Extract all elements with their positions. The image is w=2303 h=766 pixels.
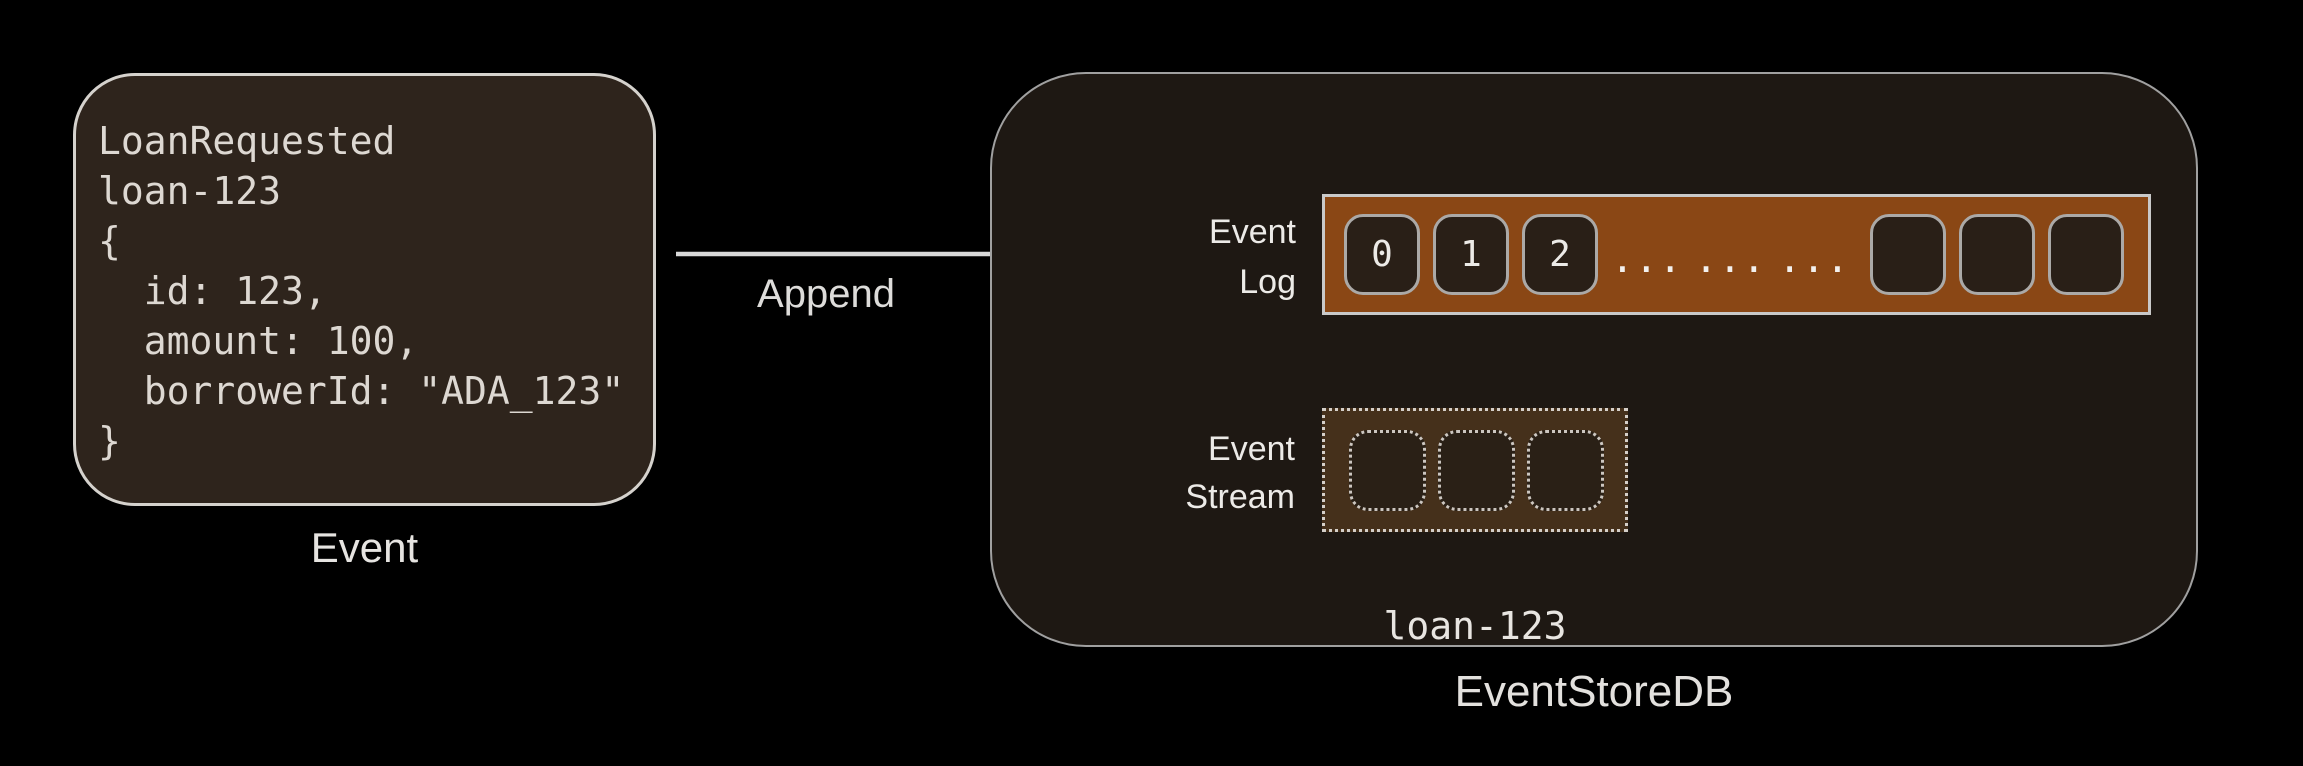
- event-log-label: Event Log: [1209, 207, 1296, 307]
- event-stream-label-line2: Stream: [1185, 478, 1295, 516]
- event-caption: Event: [310, 524, 419, 571]
- eventstoredb-caption: EventStoreDB: [1454, 667, 1734, 716]
- event-stream-label: Event Stream: [1185, 425, 1295, 521]
- stream-empty-cell-3: [1527, 429, 1604, 511]
- event-log-label-line1: Event: [1209, 213, 1296, 251]
- event-stream-label-line1: Event: [1208, 430, 1295, 468]
- event-stream-box: [1322, 408, 1628, 532]
- eventstoredb-container: Event Log 0 1 2 ... ... ... Event Stream…: [990, 72, 2198, 648]
- append-label: Append: [757, 272, 895, 316]
- log-empty-cell-3: [2048, 214, 2124, 295]
- stream-name: loan-123: [1383, 604, 1567, 648]
- log-empty-cell-1: [1870, 214, 1946, 295]
- event-card: LoanRequested loan-123 { id: 123, amount…: [73, 73, 656, 506]
- log-ellipsis: ... ... ...: [1611, 237, 1850, 281]
- stream-empty-cell-1: [1349, 429, 1426, 511]
- stream-empty-cell-2: [1438, 429, 1515, 511]
- log-ellipsis-group-2: ...: [1694, 236, 1767, 281]
- log-ellipsis-group-3: ...: [1778, 236, 1850, 281]
- log-ellipsis-group-1: ...: [1611, 236, 1683, 281]
- log-cell-1: 1: [1433, 214, 1509, 295]
- event-code: LoanRequested loan-123 { id: 123, amount…: [98, 119, 625, 463]
- log-empty-cell-2: [1959, 214, 2035, 295]
- log-cell-0: 0: [1344, 214, 1420, 295]
- event-log-label-line2: Log: [1239, 263, 1296, 301]
- log-cell-2: 2: [1522, 214, 1598, 295]
- event-log-bar: 0 1 2 ... ... ...: [1322, 194, 2151, 315]
